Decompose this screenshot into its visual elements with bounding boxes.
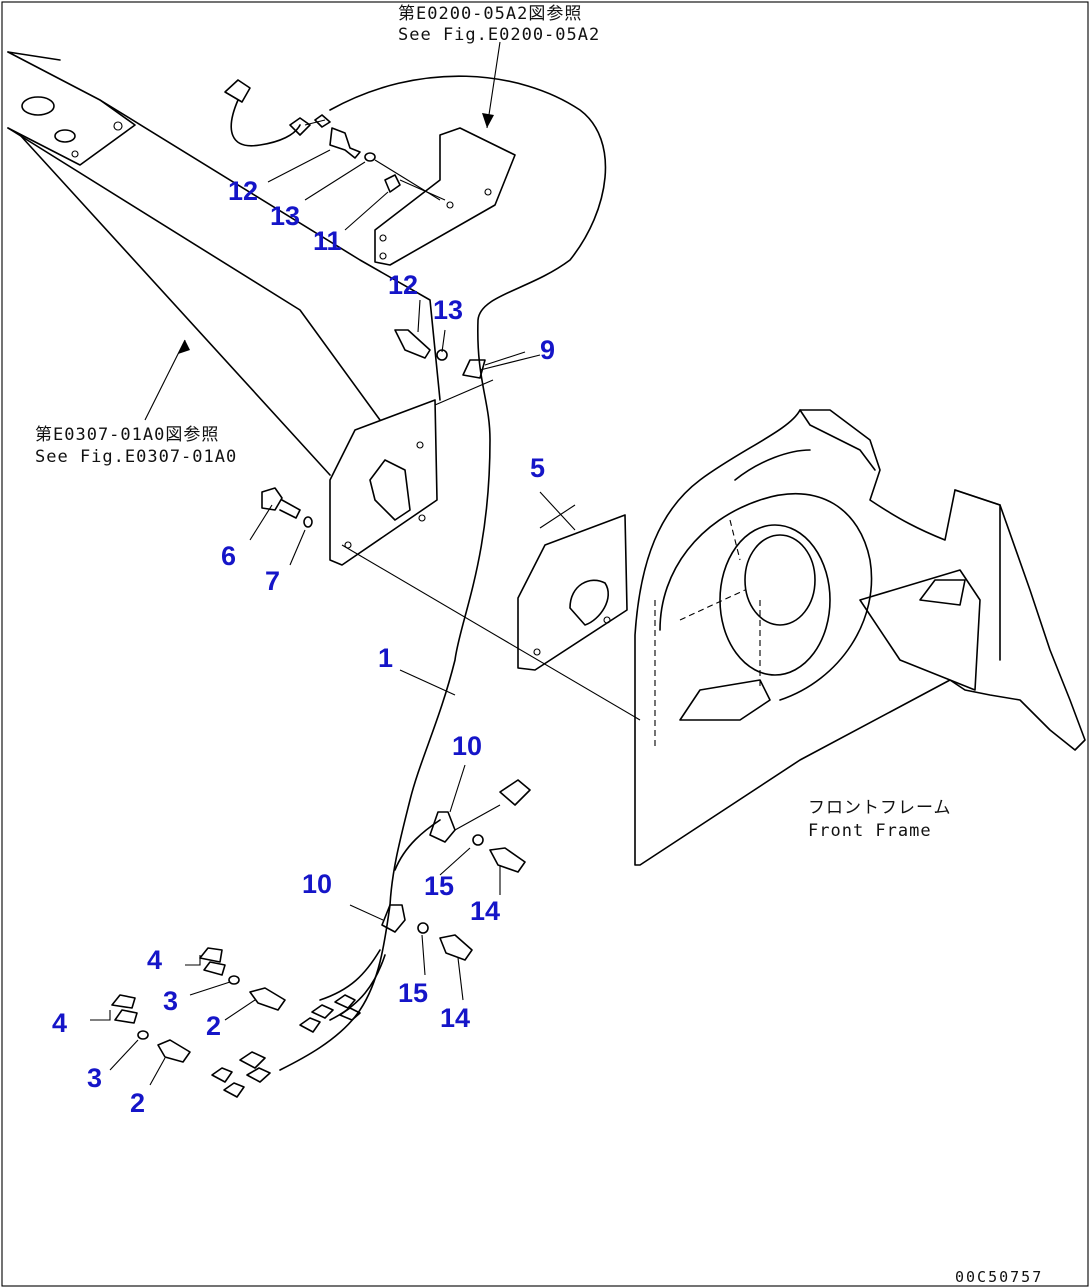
callout-13-mid: 13	[433, 295, 464, 325]
beam-assembly	[7, 51, 441, 566]
clamp-10-lower-group	[381, 904, 473, 961]
clamp-9-group	[394, 329, 541, 406]
front-frame	[634, 409, 1086, 866]
callout-14-upper: 14	[470, 896, 501, 926]
ref-top-jp: 第E0200-05A2図参照	[398, 4, 583, 24]
callout-15-lower: 15	[398, 978, 429, 1008]
callout-12-upper: 12	[228, 176, 259, 206]
ref-arrow-top	[482, 113, 494, 128]
frame-label-en: Front Frame	[808, 821, 932, 841]
callout-13-upper: 13	[270, 201, 301, 231]
callout-10-lower: 10	[302, 869, 333, 899]
callout-4-upper: 4	[147, 945, 163, 975]
callout-leaders	[90, 149, 576, 1086]
callout-14-lower: 14	[440, 1003, 471, 1033]
callout-10-upper: 10	[452, 731, 483, 761]
ref-left-jp: 第E0307-01A0図参照	[35, 425, 220, 445]
clamp-10-upper-group	[429, 779, 531, 873]
frame-label-jp: フロントフレーム	[808, 798, 952, 818]
ref-leader-top	[486, 41, 501, 129]
callout-5: 5	[530, 453, 546, 483]
harness-cable	[329, 75, 607, 906]
callout-3-lower: 3	[87, 1063, 103, 1093]
callout-4-lower: 4	[52, 1008, 68, 1038]
bolt-6-group	[261, 487, 641, 721]
callout-7: 7	[265, 566, 281, 596]
ref-left-en: See Fig.E0307-01A0	[35, 447, 238, 467]
connector-group	[111, 947, 361, 1098]
plate-5	[517, 504, 628, 671]
drawing-code: 00C50757	[955, 1268, 1044, 1286]
ref-arrow-left	[178, 340, 190, 354]
callout-11: 11	[313, 226, 342, 256]
callout-2-lower: 2	[130, 1088, 146, 1118]
callout-9: 9	[540, 335, 556, 365]
callout-2-upper: 2	[206, 1011, 222, 1041]
callout-3-upper: 3	[163, 986, 179, 1016]
callout-12-mid: 12	[388, 270, 419, 300]
ref-top-en: See Fig.E0200-05A2	[398, 25, 601, 45]
upper-sensor-group	[224, 79, 516, 266]
callout-1: 1	[378, 643, 394, 673]
callout-15-upper: 15	[424, 871, 455, 901]
callout-6: 6	[221, 541, 237, 571]
